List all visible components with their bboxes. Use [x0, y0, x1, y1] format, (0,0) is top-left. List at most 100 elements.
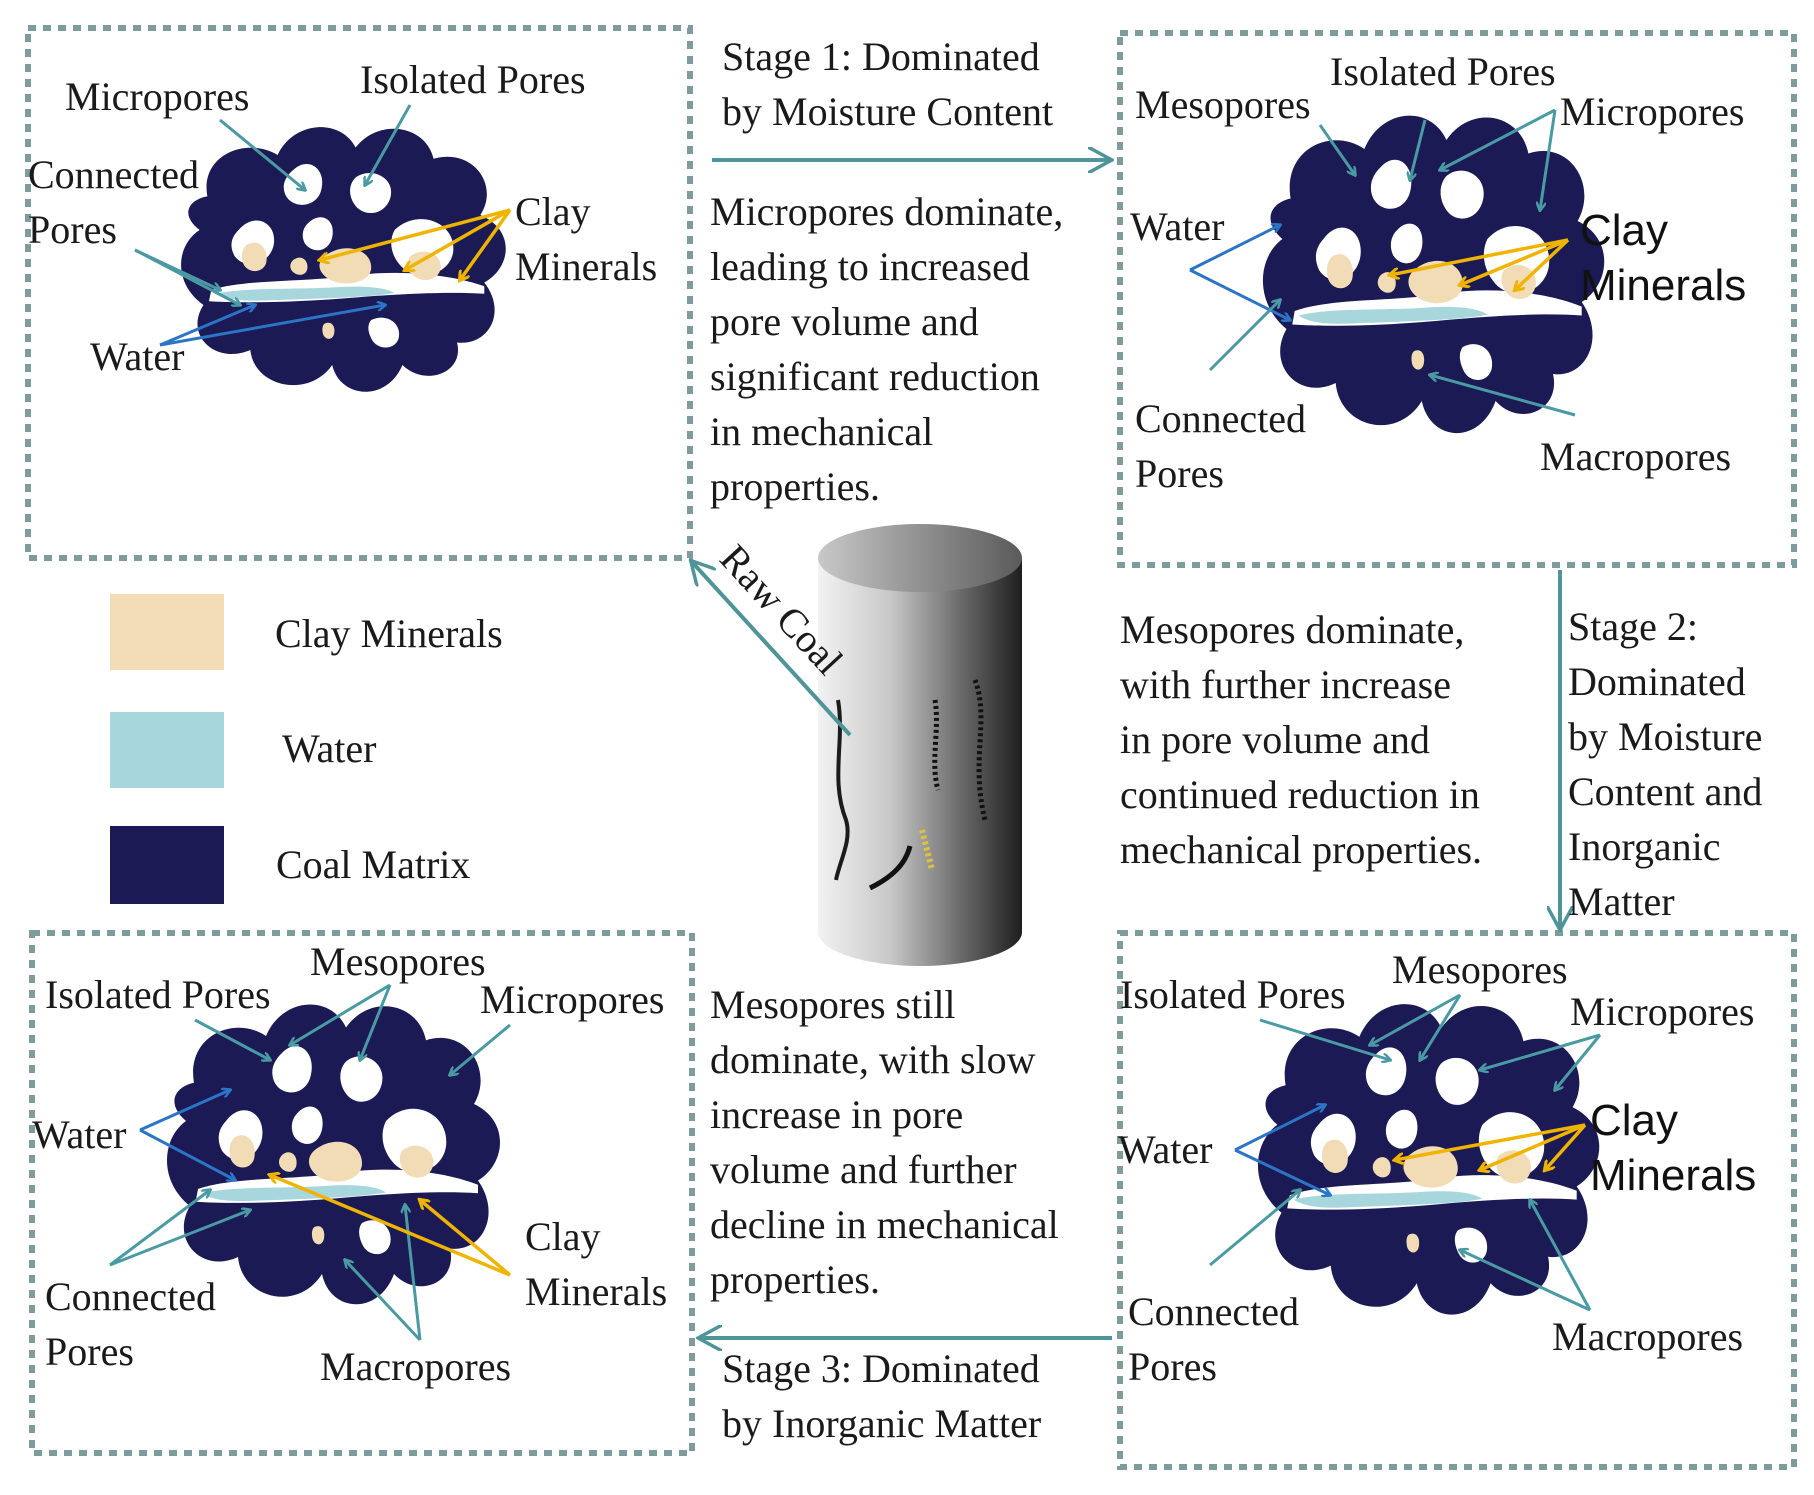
arrow-isolated-s3 [194, 1018, 270, 1060]
stage2-title-line: Inorganic [1568, 824, 1721, 869]
label-connected-s1-1: Connected [1135, 396, 1306, 441]
arrow-macropores-s3-1 [345, 1260, 422, 1342]
legend-label-water: Water [282, 726, 377, 771]
label-micropores-s2: Micropores [1570, 989, 1754, 1034]
arrow-water-s2-1 [1234, 1105, 1325, 1152]
stage2-desc-line: with further increase [1120, 662, 1451, 707]
stage1-title-line2: by Moisture Content [722, 89, 1053, 134]
arrow-isolated-s1 [1410, 119, 1427, 180]
crack-5 [919, 829, 935, 871]
stage1-desc-line: pore volume and [710, 299, 979, 344]
arrow-isolated-raw [365, 104, 412, 185]
arrow-micropores-s2-1 [1480, 1033, 1601, 1070]
stage1-desc-line: in mechanical [710, 409, 933, 454]
stage3-desc-line: increase in pore [710, 1092, 963, 1137]
label-water-s3: Water [32, 1112, 127, 1157]
arrow-macropores-s3-2 [405, 1205, 422, 1341]
label-mesopores-s2: Mesopores [1392, 947, 1568, 992]
cylinder-top [818, 524, 1022, 592]
arrow-water-raw-1 [159, 305, 255, 347]
coal-particle-raw [181, 127, 506, 392]
stage3-desc-line: Mesopores still [710, 982, 956, 1027]
raw-coal-panel: Micropores Isolated Pores Connected Pore… [28, 57, 657, 392]
crack-4 [972, 679, 988, 821]
crack-2 [868, 845, 913, 891]
arrow-connected-raw-2 [134, 248, 240, 305]
label-micropores-s3: Micropores [480, 977, 664, 1022]
coal-particle-stage3 [167, 1004, 500, 1305]
legend-swatch-water [110, 712, 224, 788]
stage3-desc-line: properties. [710, 1257, 880, 1302]
label-clay-s1-2: Minerals [1580, 261, 1746, 310]
stage2-panel-border [1117, 930, 1797, 1470]
stage3-title-line1: Stage 3: Dominated [722, 1346, 1040, 1391]
label-macropores-s1: Macropores [1540, 434, 1731, 479]
arrow-clay-raw-2 [405, 208, 511, 270]
label-isolated-pores-s3: Isolated Pores [45, 972, 271, 1017]
arrow-clay-s2-2 [1480, 1123, 1586, 1170]
stage2-description: Mesopores dominate, with further increas… [1120, 607, 1482, 872]
label-connected-s3-2: Pores [45, 1329, 134, 1374]
arrow-macropores-s1 [1430, 375, 1576, 417]
arrow-mesopores-s2-2 [1420, 994, 1462, 1060]
stage3-desc-line: decline in mechanical [710, 1202, 1059, 1247]
arrow-mesopores-s2-1 [1370, 993, 1461, 1045]
arrow-water-s1-1 [1189, 225, 1280, 272]
arrow-water-s3-2 [139, 1128, 235, 1180]
stage2-desc-line: mechanical properties. [1120, 827, 1482, 872]
label-clay-s3-1: Clay [525, 1214, 601, 1259]
stage3-desc-line: volume and further [710, 1147, 1017, 1192]
label-clay-raw-1: Clay [515, 189, 591, 234]
label-connected-raw-2: Pores [28, 207, 117, 252]
arrow-isolated-s2 [1259, 1018, 1390, 1060]
arrow-micropores-s2-2 [1555, 1034, 1602, 1090]
stage2-title-line: Matter [1568, 879, 1675, 924]
stage2-desc-line: in pore volume and [1120, 717, 1430, 762]
label-clay-s2-1: Clay [1590, 1096, 1678, 1145]
arrow-connected-s1 [1208, 300, 1280, 372]
label-water-s2: Water [1118, 1127, 1213, 1172]
label-connected-s2-2: Pores [1128, 1344, 1217, 1389]
stage1-desc-line: Micropores dominate, [710, 189, 1063, 234]
arrow-connected-s3-1 [109, 1190, 210, 1267]
stage1-panel: Isolated Pores Mesopores Micropores Wate… [1130, 49, 1746, 496]
label-isolated-pores-raw: Isolated Pores [360, 57, 586, 102]
label-macropores-s2: Macropores [1552, 1314, 1743, 1359]
legend-label-clay: Clay Minerals [275, 611, 503, 656]
legend: Clay Minerals Water Coal Matrix [110, 594, 503, 904]
raw-coal-cylinder [818, 524, 1022, 966]
label-water-s1: Water [1130, 204, 1225, 249]
label-micropores-s1: Micropores [1560, 89, 1744, 134]
stage2-desc-line: Mesopores dominate, [1120, 607, 1464, 652]
arrow-water-s3-1 [139, 1090, 230, 1132]
stage2-panel: Mesopores Isolated Pores Micropores Clay… [1118, 947, 1756, 1389]
arrow-clay-s1-2 [1460, 238, 1569, 285]
label-clay-raw-2: Minerals [515, 244, 657, 289]
raw-coal-panel-border [25, 25, 693, 561]
legend-label-coal-matrix: Coal Matrix [276, 842, 470, 887]
stage1-description: Micropores dominate, leading to increase… [710, 189, 1063, 509]
arrow-clay-raw-3 [460, 208, 512, 280]
arrow-water-s2-2 [1234, 1148, 1330, 1195]
legend-swatch-clay [110, 594, 224, 670]
arrow-water-raw-2 [159, 305, 385, 347]
label-connected-s1-2: Pores [1135, 451, 1224, 496]
arrow-clay-s3-1 [270, 1175, 511, 1277]
label-connected-s2-1: Connected [1128, 1289, 1299, 1334]
stage2-title-line: Stage 2: [1568, 604, 1698, 649]
stage2-desc-line: continued reduction in [1120, 772, 1480, 817]
stage1-panel-border [1117, 30, 1797, 568]
arrow-clay-s1-3 [1515, 238, 1570, 290]
stage1-title-line1: Stage 1: Dominated [722, 34, 1040, 79]
label-connected-s3-1: Connected [45, 1274, 216, 1319]
arrow-clay-s3-2 [420, 1200, 512, 1277]
stage3-description: Mesopores still dominate, with slow incr… [710, 982, 1059, 1302]
label-macropores-s3: Macropores [320, 1344, 511, 1389]
label-clay-s1-1: Clay [1580, 206, 1668, 255]
stage3-panel: Mesopores Isolated Pores Micropores Wate… [32, 939, 667, 1389]
label-clay-s2-2: Minerals [1590, 1151, 1756, 1200]
legend-swatch-coal-matrix [110, 826, 224, 904]
label-micropores-raw: Micropores [65, 74, 249, 119]
arrow-macropores-s2-2 [1530, 1200, 1592, 1311]
stage3-panel-border [29, 930, 695, 1456]
